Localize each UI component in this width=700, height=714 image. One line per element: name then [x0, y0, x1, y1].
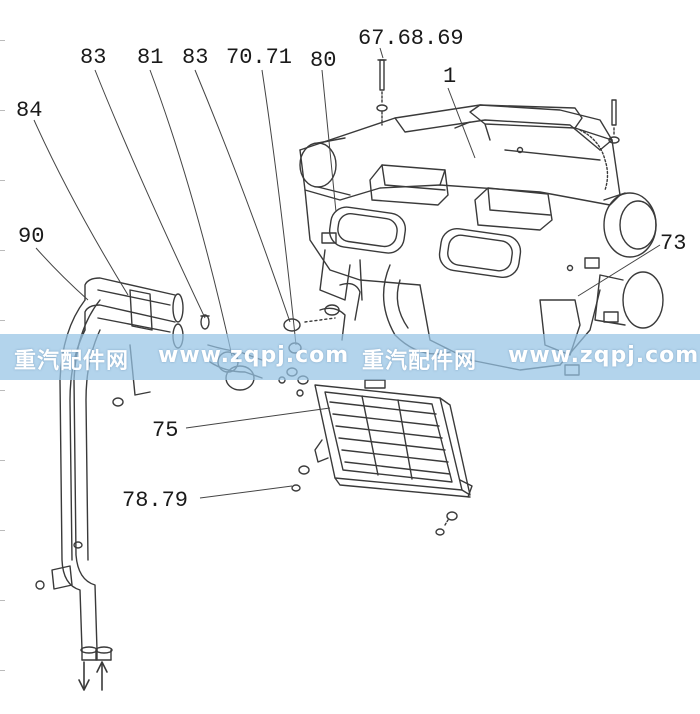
- callout-81: 81: [137, 45, 164, 70]
- callout-67-68-69: 67.68.69: [358, 26, 464, 51]
- callout-1: 1: [443, 64, 457, 89]
- watermark-url-2: www.zqpj.com: [508, 343, 700, 368]
- callout-73: 73: [660, 231, 687, 256]
- vent-grille: [314, 379, 473, 498]
- watermark-band: 重汽配件网 www.zqpj.com 重汽配件网 www.zqpj.com: [0, 334, 700, 380]
- watermark-cn-2: 重汽配件网: [362, 349, 478, 374]
- screw-set-bottom: [291, 465, 458, 536]
- callout-75: 75: [152, 418, 179, 443]
- callout-90: 90: [18, 224, 45, 249]
- leader-lines: [33, 47, 661, 499]
- watermark-url-1: www.zqpj.com: [158, 343, 350, 368]
- hvac-housing: [299, 104, 664, 376]
- callout-70-71: 70.71: [226, 45, 293, 70]
- callout-78-79: 78.79: [122, 488, 189, 513]
- watermark-cn-1: 重汽配件网: [14, 349, 130, 374]
- callout-80: 80: [310, 48, 337, 73]
- callout-83-right: 83: [182, 45, 209, 70]
- screw-set-top: [376, 59, 620, 144]
- flow-arrows: [78, 661, 108, 691]
- callout-83-left: 83: [80, 45, 107, 70]
- callout-84: 84: [16, 98, 43, 123]
